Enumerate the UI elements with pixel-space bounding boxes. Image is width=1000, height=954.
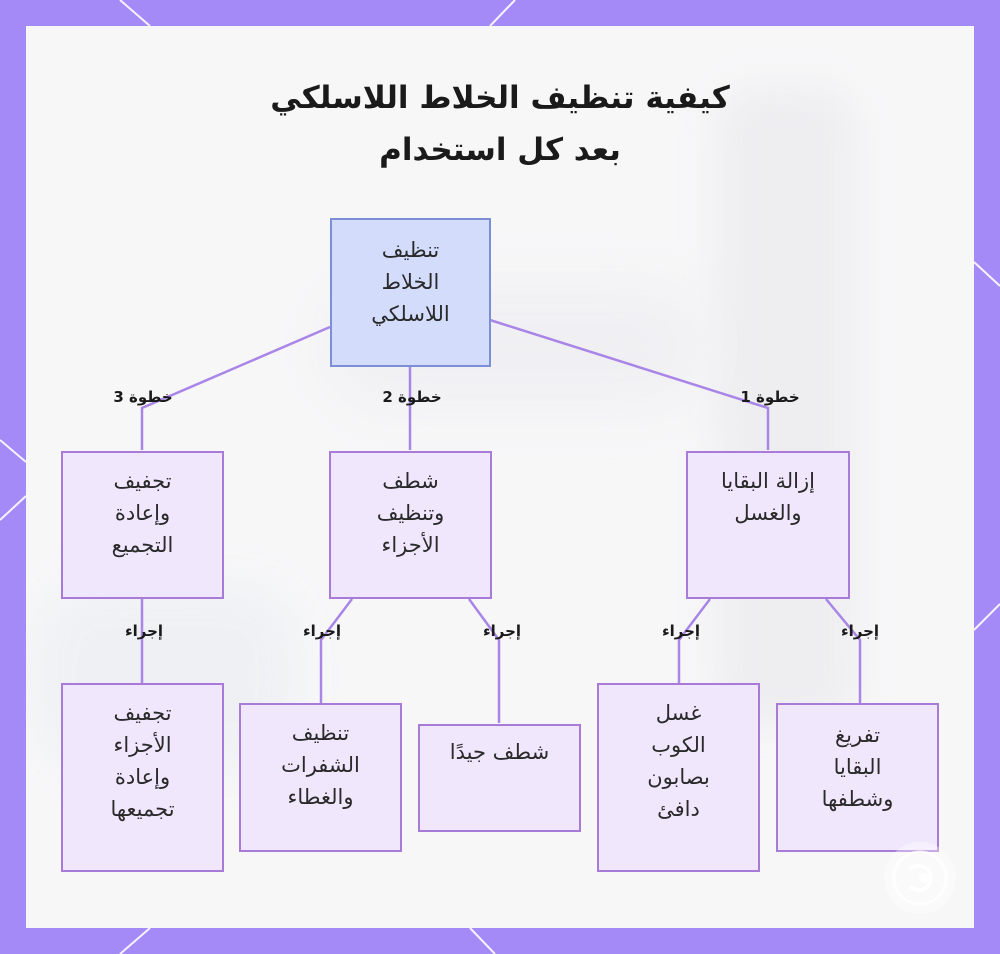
title-line-2: بعد كل استخدام (379, 132, 621, 168)
circular-logo-icon (884, 842, 956, 914)
step-label: تجفيف وإعادة التجميع (111, 469, 174, 557)
action-node-3: شطف جيدًا (418, 724, 581, 832)
edge-label-action3: إجراء (482, 622, 522, 640)
root-label: تنظيف الخلاط اللاسلكي (371, 238, 450, 326)
edge-label-action5: إجراء (124, 622, 164, 640)
step-label: إزالة البقايا والغسل (721, 469, 815, 525)
edge-root-step1 (489, 318, 770, 450)
diagram-title: كيفية تنظيف الخلاط اللاسلكي بعد كل استخد… (0, 72, 1000, 176)
step-node-3: تجفيف وإعادة التجميع (61, 451, 224, 599)
action-label: تجفيف الأجزاء وإعادة تجميعها (110, 701, 175, 821)
action-label: شطف جيدًا (449, 740, 550, 764)
edge-label-action4: إجراء (302, 622, 342, 640)
edge-step2-action3 (467, 598, 501, 723)
title-line-1: كيفية تنظيف الخلاط اللاسلكي (270, 80, 730, 116)
edge-step1-action1 (825, 598, 862, 703)
step-label: شطف وتنظيف الأجزاء (376, 469, 445, 557)
edge-label-step2: خطوة 2 (382, 388, 442, 406)
root-node: تنظيف الخلاط اللاسلكي (330, 218, 491, 367)
step-node-1: إزالة البقايا والغسل (686, 451, 850, 599)
step-node-2: شطف وتنظيف الأجزاء (329, 451, 492, 599)
action-node-2: غسل الكوب بصابون دافئ (597, 683, 760, 872)
edge-root-step3 (140, 325, 331, 450)
action-node-4: تنظيف الشفرات والغطاء (239, 703, 402, 852)
edge-label-action1: إجراء (840, 622, 880, 640)
edge-step1-action2 (677, 598, 711, 683)
action-node-1: تفريغ البقايا وشطفها (776, 703, 939, 852)
action-node-5: تجفيف الأجزاء وإعادة تجميعها (61, 683, 224, 872)
edge-label-step3: خطوة 3 (113, 388, 173, 406)
action-label: تنظيف الشفرات والغطاء (281, 721, 360, 809)
action-label: غسل الكوب بصابون دافئ (647, 701, 710, 821)
edge-step2-action4 (319, 598, 353, 703)
action-label: تفريغ البقايا وشطفها (821, 723, 894, 811)
edge-label-action2: إجراء (661, 622, 701, 640)
edge-label-step1: خطوة 1 (740, 388, 800, 406)
